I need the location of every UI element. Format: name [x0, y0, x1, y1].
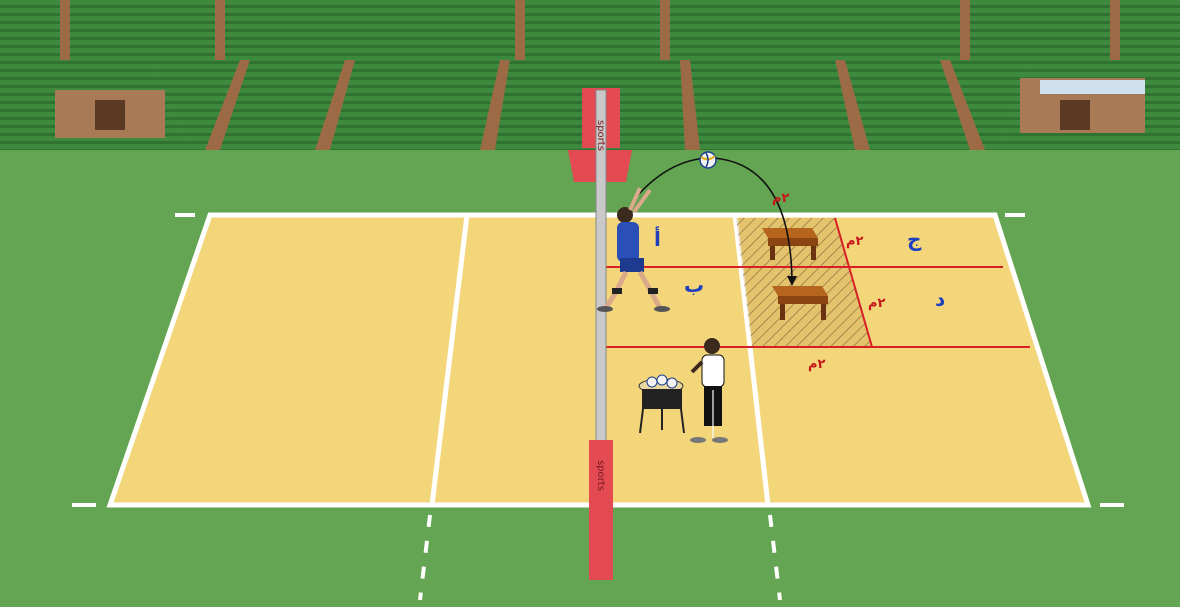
player-label-a: أ	[654, 225, 661, 251]
net-brand-label: sports	[595, 460, 606, 491]
player-label-b: ب	[684, 273, 704, 297]
net-brand-label-top: sports	[595, 120, 606, 151]
distance-label-zone-depth: ٢م	[868, 296, 886, 311]
volleyball-icon	[700, 152, 716, 168]
distance-label-zone-width: ٢م	[846, 234, 864, 249]
distance-label-top: ٢م	[772, 191, 790, 206]
distance-label-bottom: ٢م	[808, 357, 826, 372]
player-label-d: د	[935, 287, 945, 311]
player-label-c: ج	[907, 227, 922, 251]
